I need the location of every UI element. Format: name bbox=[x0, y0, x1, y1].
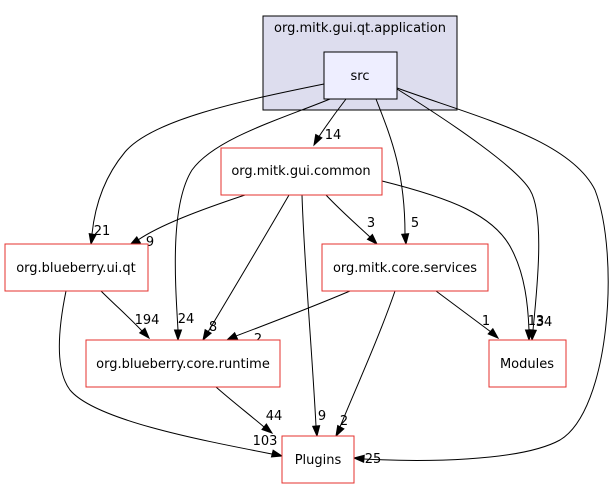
edge-line bbox=[363, 87, 609, 461]
edge-weight-label: 24 bbox=[178, 312, 195, 327]
edge-line bbox=[91, 83, 325, 235]
edge-line bbox=[215, 386, 265, 428]
node-core-services-box bbox=[321, 243, 489, 292]
edge-weight-label: 25 bbox=[365, 452, 382, 467]
node-plugins-label: Plugins bbox=[295, 453, 342, 468]
node-org-blueberry-ui-qt[interactable]: org.blueberry.ui.qt bbox=[4, 243, 149, 292]
edge-line bbox=[381, 180, 530, 331]
edge-line bbox=[325, 194, 371, 238]
edge-line bbox=[58, 290, 273, 455]
node-gui-common-label: org.mitk.gui.common bbox=[231, 164, 370, 179]
edge-arrowhead bbox=[225, 331, 239, 341]
edge-src-to-blueberry-ui-qt[interactable]: 21 bbox=[88, 83, 325, 246]
edge-line bbox=[235, 290, 351, 337]
edge-line bbox=[137, 194, 246, 241]
node-org-mitk-gui-common[interactable]: org.mitk.gui.common bbox=[220, 147, 383, 196]
node-plugins[interactable]: Plugins bbox=[281, 435, 355, 484]
edge-core-runtime-to-plugins[interactable]: 44 bbox=[215, 386, 283, 434]
edge-arrowhead bbox=[400, 233, 410, 246]
edge-arrowhead bbox=[313, 133, 323, 147]
node-org-blueberry-core-runtime[interactable]: org.blueberry.core.runtime bbox=[85, 339, 281, 388]
edge-line bbox=[174, 98, 331, 331]
node-core-services-label: org.mitk.core.services bbox=[333, 261, 477, 276]
edge-gui-common-to-modules[interactable]: 13 bbox=[381, 180, 545, 342]
edge-blueberry-ui-qt-to-plugins[interactable]: 103 bbox=[58, 290, 284, 458]
edge-weight-label: 9 bbox=[146, 235, 154, 250]
edge-line bbox=[375, 98, 406, 235]
edge-arrowhead bbox=[366, 233, 379, 246]
edge-line bbox=[301, 194, 317, 427]
edge-weight-label: 8 bbox=[209, 320, 217, 335]
edge-line bbox=[435, 290, 492, 333]
edge-line bbox=[339, 290, 396, 428]
edge-weight-label: 3 bbox=[367, 216, 375, 231]
edge-core-services-to-core-runtime[interactable]: 2 bbox=[225, 290, 351, 347]
edge-line bbox=[100, 290, 143, 332]
edge-src-to-core-services[interactable]: 5 bbox=[375, 98, 419, 246]
edge-arrowhead bbox=[138, 327, 151, 340]
edge-arrowhead bbox=[270, 449, 284, 458]
node-blueberry-ui-qt-box bbox=[4, 243, 149, 292]
node-modules-box bbox=[488, 339, 567, 388]
edge-arrowhead bbox=[173, 329, 183, 342]
node-core-runtime-box bbox=[85, 339, 281, 388]
edges-layer: 1421245342593813919410321244 bbox=[58, 83, 609, 467]
edge-gui-common-to-core-runtime[interactable]: 8 bbox=[202, 194, 290, 342]
node-src-label: src bbox=[351, 69, 370, 84]
edge-weight-label: 44 bbox=[266, 409, 283, 424]
node-modules[interactable]: Modules bbox=[488, 339, 567, 388]
edge-line bbox=[317, 98, 347, 139]
edge-weight-label: 2 bbox=[340, 414, 348, 429]
node-blueberry-ui-qt-label: org.blueberry.ui.qt bbox=[16, 261, 136, 276]
edge-weight-label: 194 bbox=[135, 313, 160, 328]
edge-src-to-gui-common[interactable]: 14 bbox=[313, 98, 347, 147]
node-org-mitk-core-services[interactable]: org.mitk.core.services bbox=[321, 243, 489, 292]
edge-arrowhead bbox=[261, 423, 274, 434]
node-core-runtime-label: org.blueberry.core.runtime bbox=[96, 357, 270, 372]
edge-weight-label: 103 bbox=[253, 434, 278, 449]
edge-arrowhead bbox=[202, 328, 213, 342]
node-src-box bbox=[323, 51, 398, 100]
edge-line bbox=[396, 88, 540, 331]
edge-core-services-to-plugins[interactable]: 2 bbox=[335, 290, 396, 438]
edge-blueberry-ui-qt-to-core-runtime[interactable]: 194 bbox=[100, 290, 160, 340]
edge-line bbox=[207, 194, 290, 333]
edge-gui-common-to-blueberry-ui-qt[interactable]: 9 bbox=[128, 194, 246, 250]
edge-arrowhead bbox=[524, 329, 534, 342]
edge-src-to-modules[interactable]: 34 bbox=[396, 88, 553, 342]
edge-weight-label: 14 bbox=[325, 128, 342, 143]
node-modules-label: Modules bbox=[500, 357, 554, 372]
edge-weight-label: 9 bbox=[318, 409, 326, 424]
edge-gui-common-to-plugins[interactable]: 9 bbox=[301, 194, 326, 438]
cluster-label: org.mitk.gui.qt.application bbox=[274, 21, 446, 36]
edge-arrowhead bbox=[88, 232, 97, 246]
edge-src-to-core-runtime[interactable]: 24 bbox=[173, 98, 331, 342]
edge-weight-label: 5 bbox=[411, 216, 419, 231]
edge-arrowhead bbox=[335, 424, 345, 438]
edge-core-services-to-modules[interactable]: 1 bbox=[435, 290, 500, 340]
edge-weight-label: 1 bbox=[482, 314, 490, 329]
node-plugins-box bbox=[281, 435, 355, 484]
edge-arrowhead bbox=[352, 454, 365, 464]
edge-arrowhead bbox=[487, 327, 500, 340]
edge-weight-label: 34 bbox=[536, 315, 553, 330]
edge-gui-common-to-core-services[interactable]: 3 bbox=[325, 194, 379, 246]
node-gui-common-box bbox=[220, 147, 383, 196]
edge-weight-label: 21 bbox=[94, 224, 111, 239]
edge-src-to-plugins[interactable]: 25 bbox=[352, 87, 609, 467]
edge-arrowhead bbox=[311, 425, 321, 438]
node-src[interactable]: src bbox=[323, 51, 398, 100]
edge-weight-label: 13 bbox=[528, 314, 545, 329]
